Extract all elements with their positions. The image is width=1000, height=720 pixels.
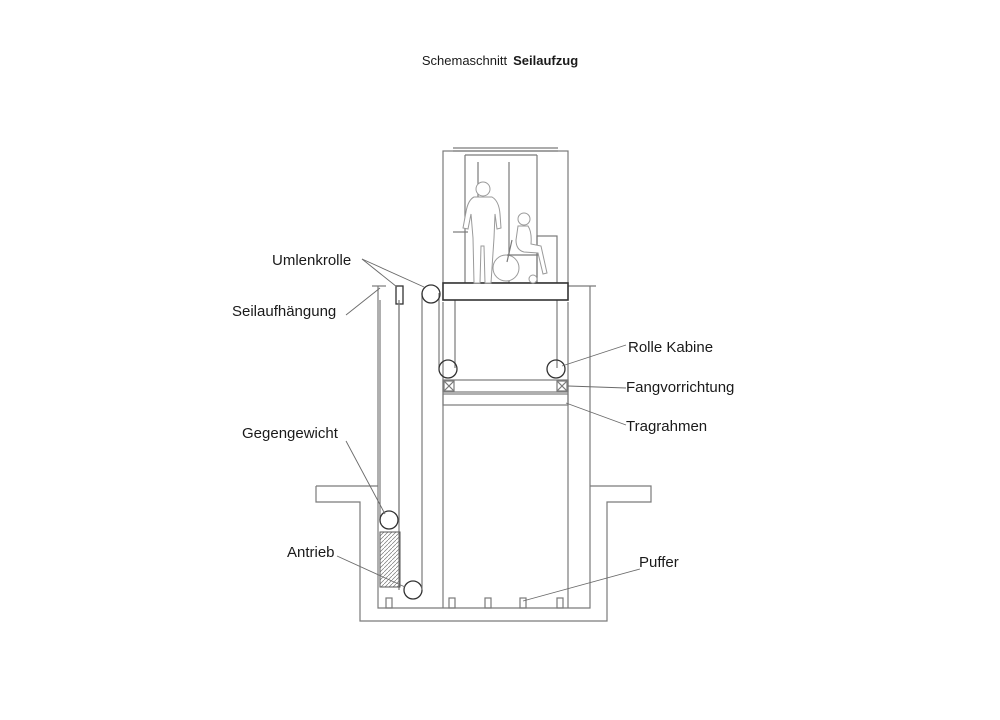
title-prefix: Schemaschnitt (422, 53, 508, 68)
wheelchair-user-figure (492, 212, 548, 284)
label-umlenkrolle: Umlenkrolle (272, 252, 351, 269)
label-puffer: Puffer (639, 554, 679, 571)
title-main: Seilaufzug (513, 53, 578, 68)
label-gegengewicht: Gegengewicht (242, 425, 339, 442)
leader-lines (336, 258, 641, 602)
drive-unit (379, 531, 423, 600)
car-frame (438, 300, 569, 406)
pit-buffers (385, 597, 564, 609)
shaft-pit (315, 285, 652, 622)
label-fangvorrichtung: Fangvorrichtung (626, 379, 734, 396)
label-antrieb: Antrieb (287, 544, 335, 561)
counterweight (379, 300, 400, 530)
label-rolle-kabine: Rolle Kabine (628, 339, 713, 356)
person-standing-figure (453, 181, 502, 284)
diagram-title: Schemaschnitt Seilaufzug (422, 53, 578, 68)
hoist-rope (421, 284, 441, 590)
label-tragrahmen: Tragrahmen (626, 418, 707, 435)
label-seilaufhaengung: Seilaufhängung (232, 303, 336, 320)
